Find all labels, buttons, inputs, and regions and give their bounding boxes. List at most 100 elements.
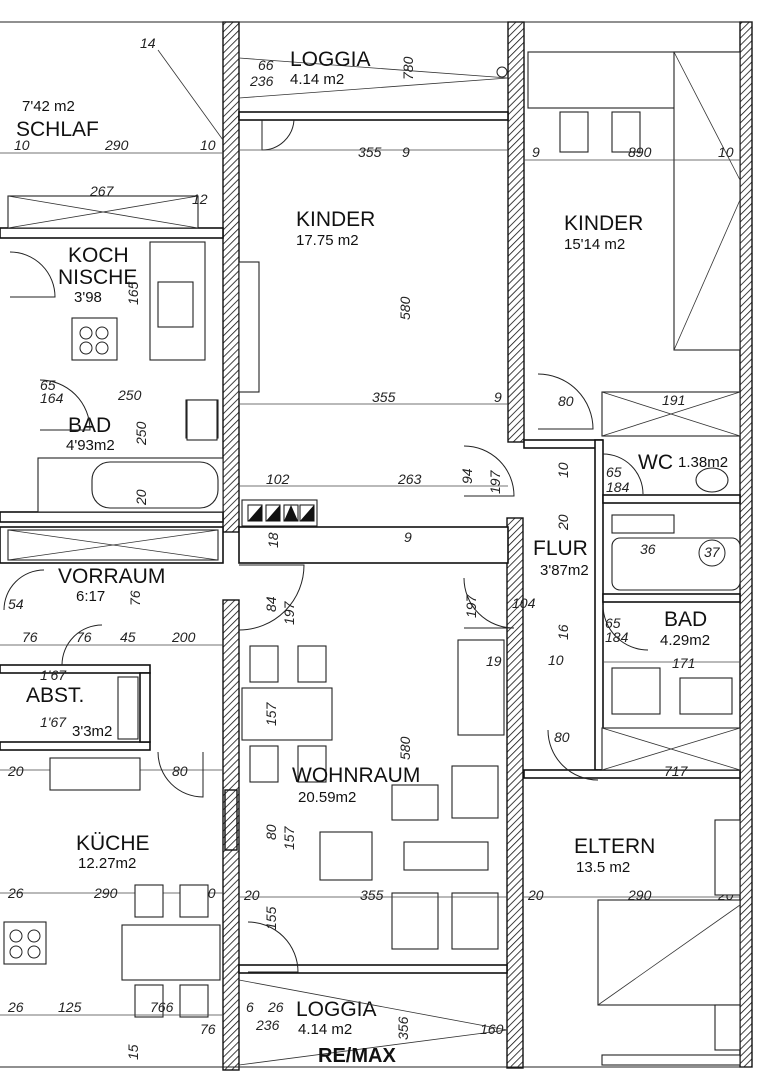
dim-label: 37	[704, 544, 721, 560]
schlaf-room: 7'42 m2 SCHLAF 10 290 10 14 267 12	[0, 35, 224, 229]
dim-label: 157	[281, 825, 297, 850]
dim-label: 236	[249, 73, 274, 89]
loggia-bottom-area: 4.14 m2	[298, 1021, 352, 1038]
abst-room: ABST. 1'67 1'67 3'3m2	[26, 667, 139, 740]
dim-label: 84	[263, 596, 279, 612]
dim-label: 9	[532, 144, 540, 160]
dim-label: 780	[400, 56, 416, 80]
dim-label: 6	[246, 999, 254, 1015]
dim-label: 171	[672, 655, 695, 671]
dim-label: 76	[22, 629, 38, 645]
abst-name: ABST.	[26, 684, 84, 707]
dim-label: 19	[486, 653, 502, 669]
door-swing	[537, 373, 594, 430]
dim-label: 10	[718, 144, 734, 160]
dim-label: 197	[487, 469, 503, 494]
vorraum-area: 6:17	[76, 588, 105, 605]
kinder1-room: 355 9 KINDER 17.75 m2 580 355 9 102 263 …	[186, 144, 508, 548]
door-swing	[39, 379, 91, 431]
dim-label: 26	[7, 999, 24, 1015]
loggia-top-area: 4.14 m2	[290, 71, 344, 88]
dim-label: 9	[494, 389, 502, 405]
dim-label: 80	[263, 824, 279, 840]
dim-label: 54	[8, 596, 24, 612]
abst-area: 3'3m2	[72, 723, 112, 740]
kinder1-name: KINDER	[296, 208, 375, 231]
dim-label: 36	[640, 541, 656, 557]
dim-label: 20	[243, 887, 260, 903]
eltern-area: 13.5 m2	[576, 859, 630, 876]
eltern-name: ELTERN	[574, 835, 655, 858]
bad1-room: 65 164 250 250 BAD 4'93m2 20	[37, 377, 224, 513]
dim-label: 14	[140, 35, 156, 51]
flur-room: 94 197 10 20 FLUR 3'87m2 104 197 19 10 1…	[457, 445, 599, 781]
dim-label: 76	[76, 629, 92, 645]
door-swing	[3, 569, 45, 611]
wohnraum-room: 84 197 157 WOHNRAUM 20.59m2 580 80 157 2…	[238, 564, 507, 973]
dim-label: 290	[627, 887, 652, 903]
dim-label: 355	[358, 144, 382, 160]
loggia-top-name: LOGGIA	[290, 48, 371, 71]
dim-label: 157	[263, 701, 279, 726]
bad2-name: BAD	[664, 608, 707, 631]
dim-label: 197	[463, 593, 479, 618]
triangle-symbols	[247, 504, 315, 522]
dim-label: 717	[664, 763, 689, 779]
loggia-top: LOGGIA 4.14 m2 66 236 780	[238, 48, 509, 151]
vorraum-room: VORRAUM 6:17 54 76 76 76 45 200	[0, 529, 223, 666]
dim-label: 20	[7, 763, 24, 779]
dim-label: 20	[555, 514, 571, 531]
dim-label: 766	[150, 999, 174, 1015]
dim-label: 15	[125, 1044, 141, 1060]
dim-label: 80	[172, 763, 188, 779]
door-swing	[247, 921, 299, 973]
dim-label: 10	[548, 652, 564, 668]
kueche-room: 20 80 KÜCHE 12.27m2 26 290 20 26 125 766…	[0, 751, 223, 1060]
bad1-area: 4'93m2	[66, 437, 115, 454]
door-swing	[463, 445, 515, 497]
kochnische-area: 3'98	[74, 289, 102, 306]
wc-room: WC 1.38m2 65 184	[602, 451, 729, 495]
kinder2-area: 15'14 m2	[564, 236, 625, 253]
dim-label: 76	[127, 590, 143, 606]
schlaf-name: SCHLAF	[16, 118, 99, 141]
kinder2-name: KINDER	[564, 212, 643, 235]
dim-label: 1'67	[40, 714, 67, 730]
wc-area: 1.38m2	[678, 454, 728, 471]
kinder1-area: 17.75 m2	[296, 232, 359, 249]
loggia-bottom-name: LOGGIA	[296, 998, 377, 1021]
door-swing	[9, 251, 56, 298]
dim-label: 125	[58, 999, 82, 1015]
schlaf-area: 7'42 m2	[22, 98, 75, 115]
wc-name: WC	[638, 451, 673, 474]
dim-label: 356	[395, 1016, 411, 1040]
dim-label: 9	[402, 144, 410, 160]
bad2-room: 36 37 BAD 4.29m2 65 184 171	[602, 514, 741, 715]
eltern-room: 717 ELTERN 13.5 m2 20 290 20	[523, 727, 741, 1066]
dim-label: 890	[628, 144, 652, 160]
dim-label: 263	[397, 471, 422, 487]
dim-label: 26	[267, 999, 284, 1015]
dim-label: 102	[266, 471, 290, 487]
dim-label: 9	[404, 529, 412, 545]
kochnische-name-1: KOCH	[68, 244, 129, 267]
dim-label: 80	[554, 729, 570, 745]
dim-label: 104	[512, 595, 536, 611]
dim-label: 1'67	[40, 667, 67, 683]
dim-label: 66	[258, 57, 274, 73]
dim-label: 26	[7, 885, 24, 901]
dim-label: 76	[200, 1021, 216, 1037]
dim-label: 250	[117, 387, 142, 403]
dim-label: 290	[104, 137, 129, 153]
door-swing	[463, 577, 515, 629]
vorraum-name: VORRAUM	[58, 565, 165, 588]
kueche-name: KÜCHE	[76, 832, 150, 855]
wohnraum-name: WOHNRAUM	[292, 764, 420, 787]
dim-label: 20	[133, 489, 149, 506]
kueche-area: 12.27m2	[78, 855, 136, 872]
dim-label: 20	[527, 887, 544, 903]
door-swing	[157, 751, 204, 798]
dim-label: 18	[265, 532, 281, 548]
door-swing	[602, 453, 644, 495]
